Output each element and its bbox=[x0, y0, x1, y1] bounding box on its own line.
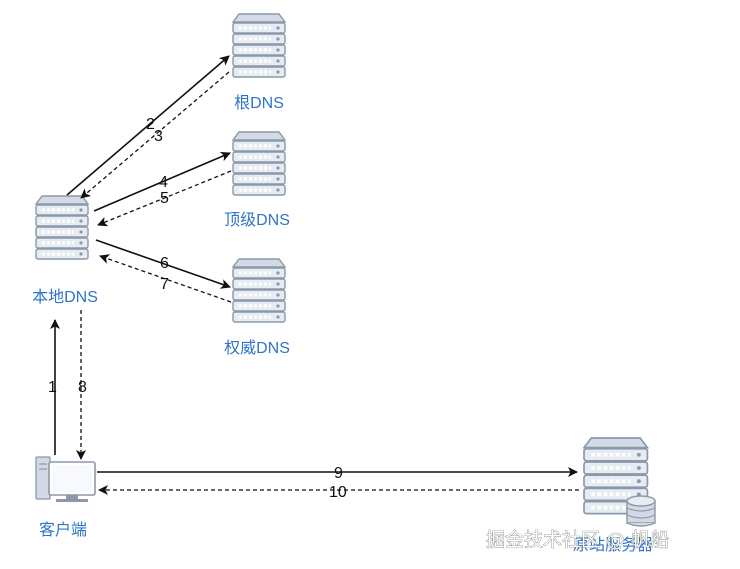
tld-dns-server-icon bbox=[233, 132, 285, 195]
step-label-8: 8 bbox=[78, 379, 87, 396]
arrow-6-local-to-auth bbox=[95, 239, 231, 289]
auth-dns-label: 权威DNS bbox=[224, 339, 290, 357]
arrow-3-root-to-local bbox=[80, 71, 230, 199]
step-label-2: 2 bbox=[146, 116, 155, 133]
local-dns-label: 本地DNS bbox=[32, 288, 98, 306]
step-label-5: 5 bbox=[160, 190, 169, 207]
step-label-3: 3 bbox=[154, 128, 163, 145]
step-label-9: 9 bbox=[334, 465, 343, 482]
client-computer-icon bbox=[35, 456, 96, 502]
step-label-7: 7 bbox=[160, 276, 169, 293]
arrow-2-local-to-root bbox=[66, 55, 230, 196]
arrow-7-auth-to-local bbox=[99, 254, 232, 303]
root-dns-server-icon bbox=[233, 14, 285, 77]
root-dns-label: 根DNS bbox=[234, 94, 284, 112]
watermark-text: 掘金技术社区 @ 帆船 bbox=[486, 529, 669, 551]
auth-dns-server-icon bbox=[233, 259, 285, 322]
arrow-5-tld-to-local bbox=[97, 170, 232, 227]
step-label-4: 4 bbox=[159, 174, 168, 191]
step-label-1: 1 bbox=[48, 379, 57, 396]
database-icon bbox=[626, 495, 656, 527]
tld-dns-label: 顶级DNS bbox=[224, 211, 290, 229]
arrow-4-local-to-tld bbox=[93, 151, 231, 212]
client-label: 客户端 bbox=[39, 521, 87, 539]
step-label-6: 6 bbox=[160, 255, 169, 272]
step-label-10: 10 bbox=[329, 484, 347, 501]
origin-server-label: 原站服务器 bbox=[573, 536, 653, 554]
local-dns-server-icon bbox=[36, 196, 88, 259]
